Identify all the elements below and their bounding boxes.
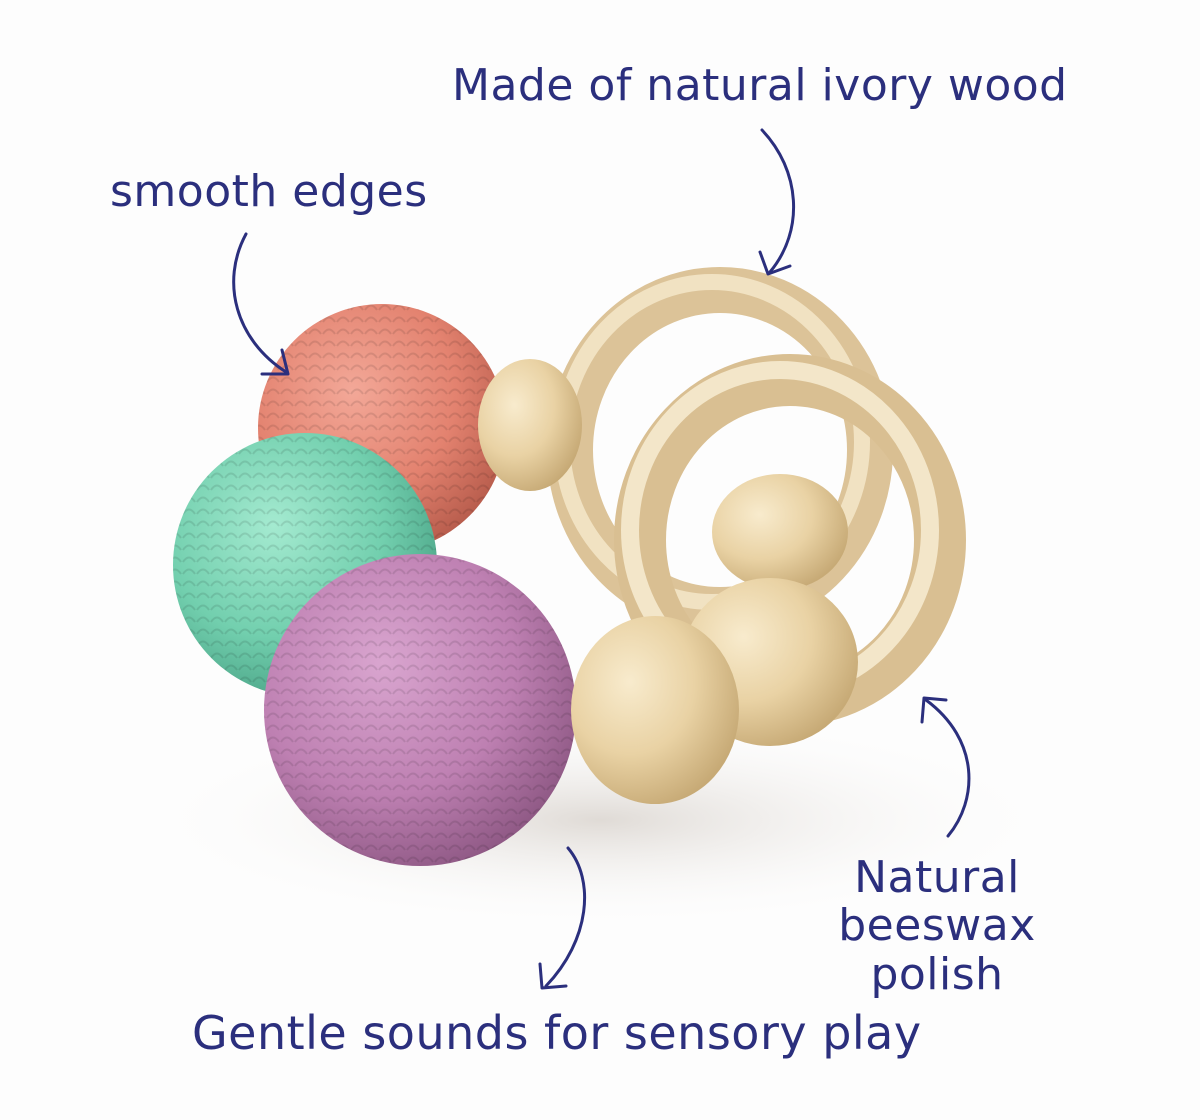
curved-arrow-down-right-icon	[232, 232, 290, 376]
curved-arrow-down-left-icon	[538, 846, 587, 990]
curved-arrow-up-icon	[920, 696, 971, 838]
wooden-spacer-bead	[571, 616, 739, 804]
mauve-crochet-bead	[264, 554, 576, 866]
smooth-edges-label: smooth edges	[110, 166, 428, 217]
beeswax-polish-line-1: Natural beeswax	[838, 852, 1036, 952]
beeswax-polish-line-2: polish	[870, 948, 1004, 1000]
beeswax-polish-label: Natural beeswax polish	[752, 852, 1122, 1000]
wood-material-label: Made of natural ivory wood	[452, 60, 1068, 111]
sensory-play-label: Gentle sounds for sensory play	[192, 1006, 922, 1060]
curved-arrow-down-icon	[758, 128, 796, 276]
wooden-spacer-bead	[478, 359, 582, 491]
